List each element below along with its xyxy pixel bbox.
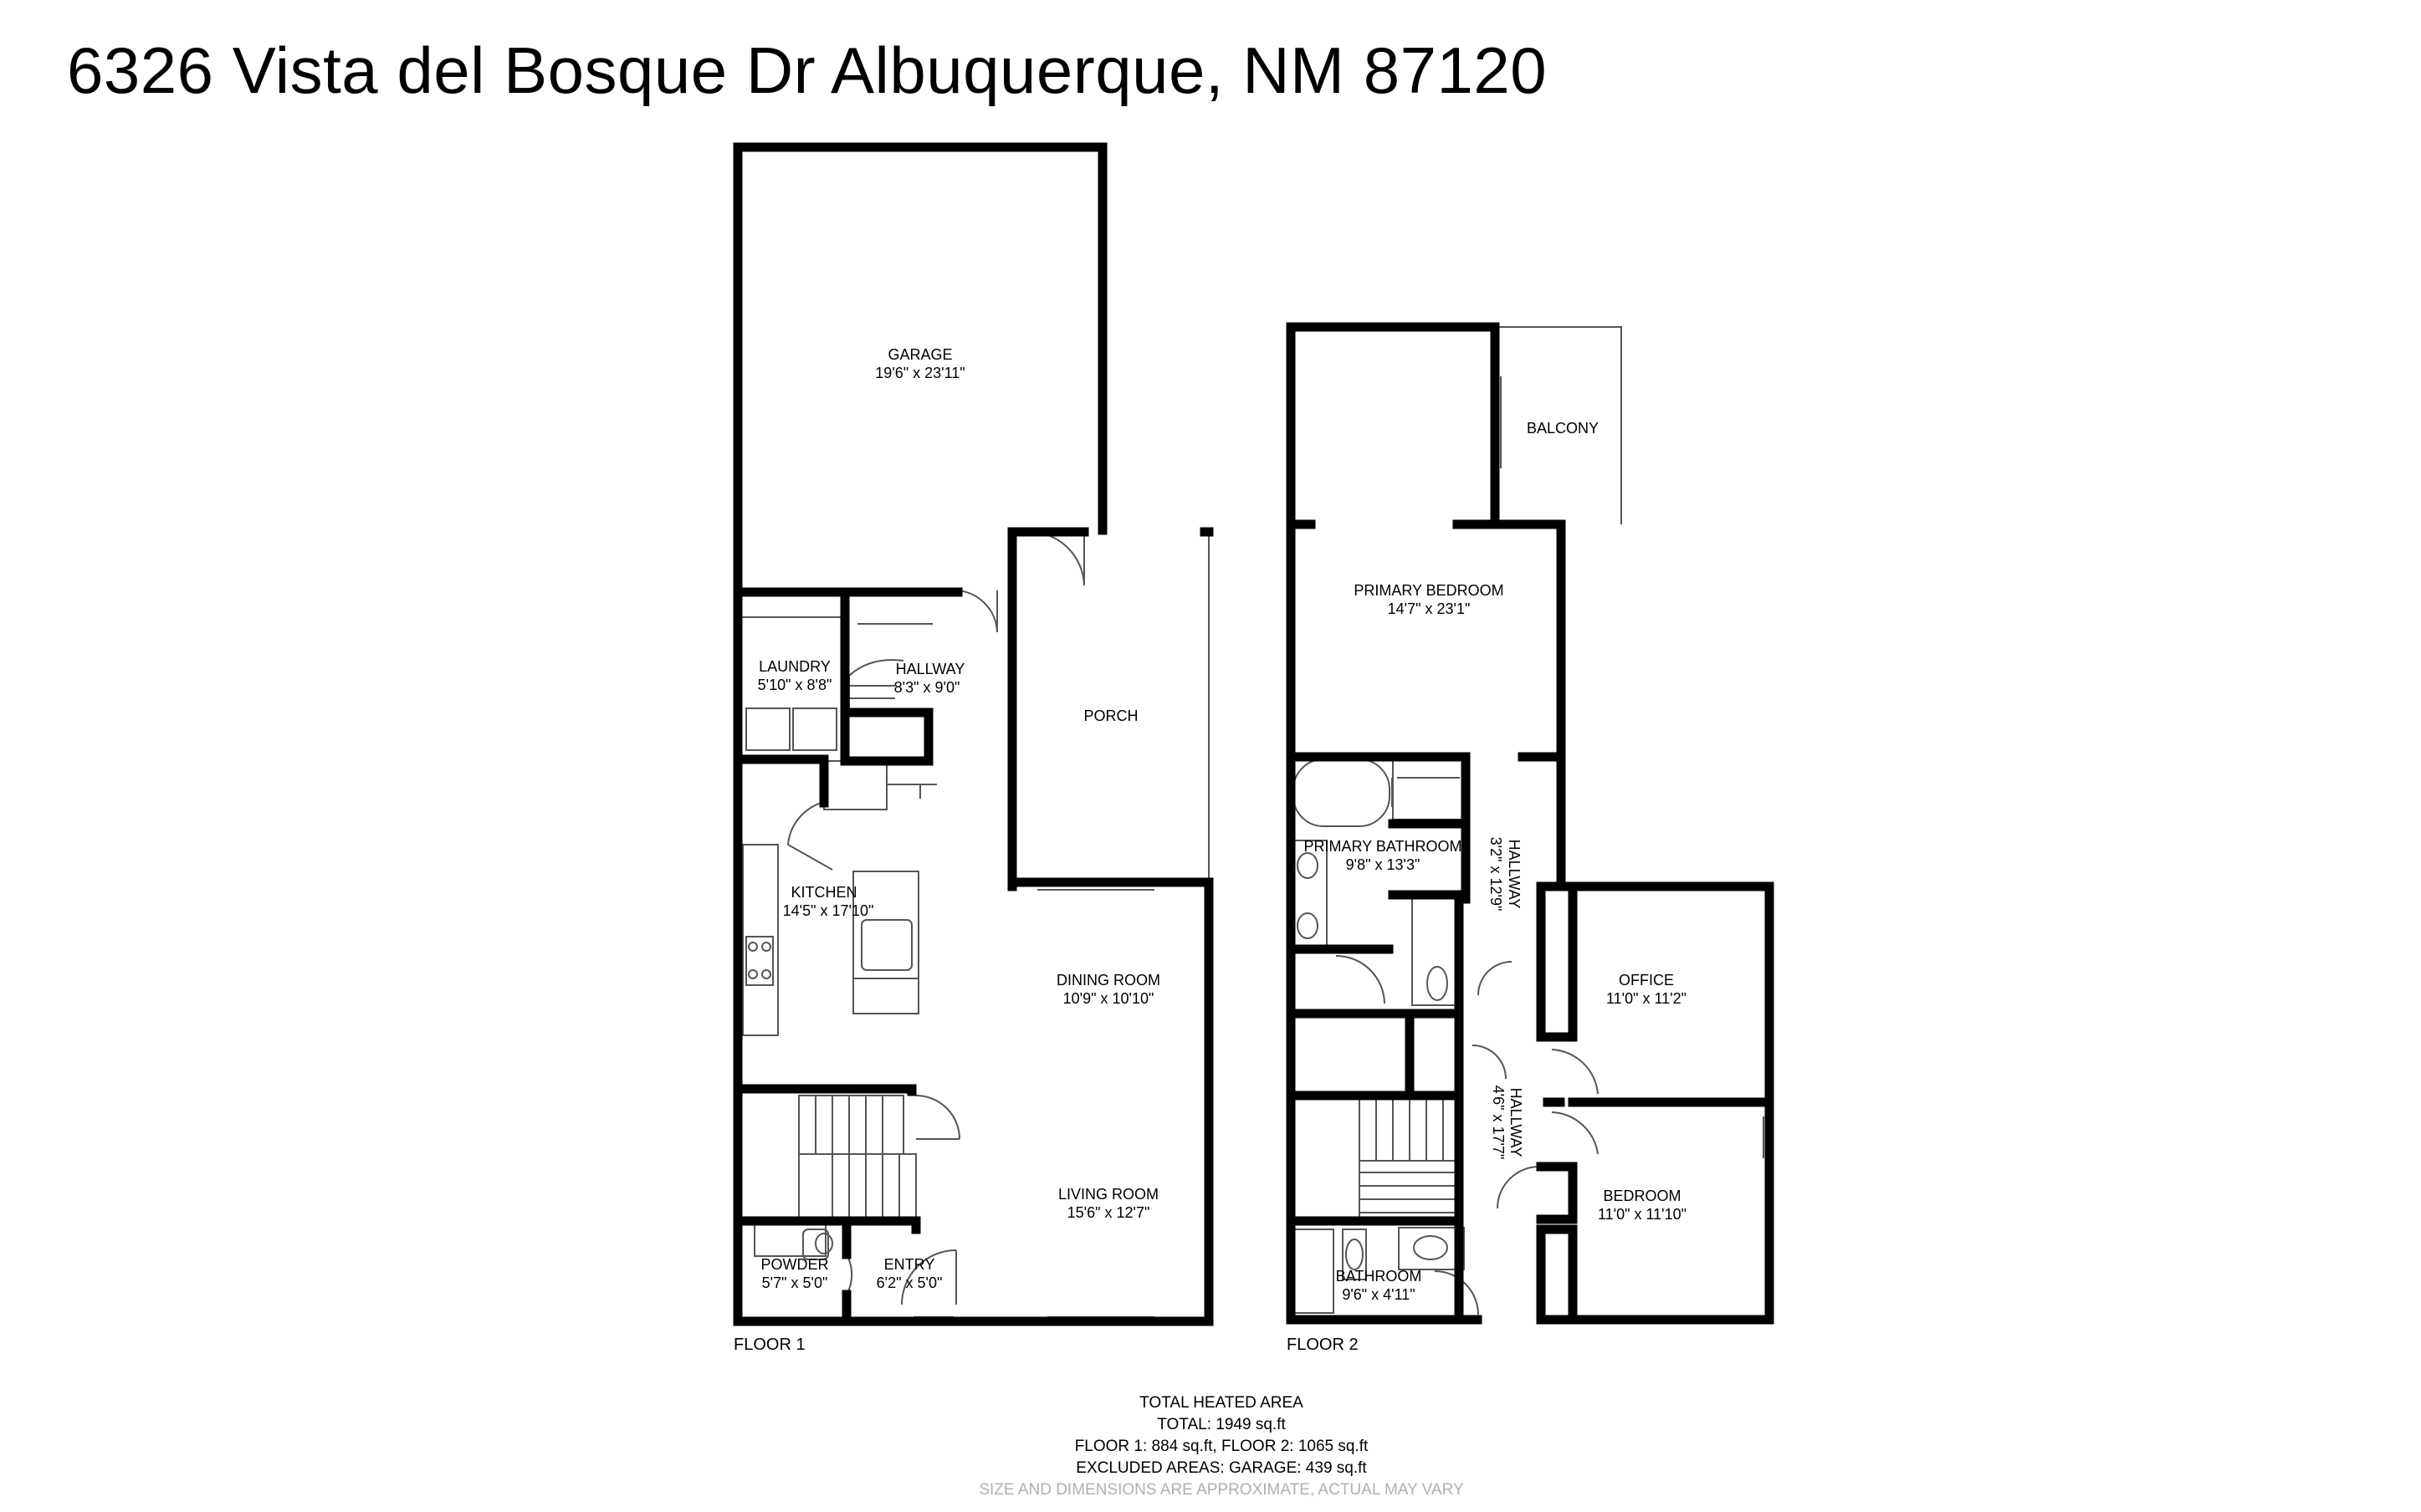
dims-dining: 10'9" x 10'10" [1063, 990, 1154, 1007]
label-hallway-upper: HALLWAY [1506, 840, 1523, 909]
page-title: 6326 Vista del Bosque Dr Albuquerque, NM… [67, 33, 1548, 107]
summary-floors: FLOOR 1: 884 sq.ft, FLOOR 2: 1065 sq.ft [1074, 1438, 1369, 1455]
label-primary-bedroom: PRIMARY BEDROOM [1354, 582, 1503, 599]
summary-total: TOTAL: 1949 sq.ft [1157, 1416, 1286, 1433]
floor-2-walls [1286, 322, 1774, 1325]
dims-bathroom: 9'6" x 4'11" [1342, 1286, 1415, 1303]
summary-excluded: EXCLUDED AREAS: GARAGE: 439 sq.ft [1076, 1459, 1367, 1477]
label-powder: POWDER [761, 1256, 829, 1273]
dims-bedroom: 11'0" x 11'10" [1598, 1206, 1687, 1223]
label-primary-bathroom: PRIMARY BATHROOM [1303, 838, 1461, 855]
dims-living: 15'6" x 12'7" [1067, 1204, 1150, 1221]
label-entry: ENTRY [884, 1256, 935, 1273]
dims-office: 11'0" x 11'2" [1606, 990, 1687, 1007]
label-living: LIVING ROOM [1058, 1186, 1159, 1203]
dims-powder: 5'7" x 5'0" [762, 1274, 828, 1291]
label-hallway-lower: HALLWAY [1507, 1088, 1524, 1157]
floor-2-label: FLOOR 2 [1287, 1336, 1359, 1354]
label-hallway-f1: HALLWAY [896, 661, 965, 677]
label-garage: GARAGE [888, 346, 952, 363]
label-bedroom: BEDROOM [1603, 1188, 1681, 1204]
dims-hallway-upper: 3'2" x 12'9" [1487, 837, 1504, 912]
dims-primary-bedroom: 14'7" x 23'1" [1388, 600, 1471, 617]
floor-1-label: FLOOR 1 [734, 1336, 806, 1354]
area-summary: TOTAL HEATED AREA TOTAL: 1949 sq.ft FLOO… [837, 1392, 1606, 1501]
floor-1-fixtures [740, 146, 1210, 1318]
dims-hallway-lower: 4'6" x 17'7" [1490, 1085, 1507, 1160]
dims-primary-bathroom: 9'8" x 13'3" [1346, 856, 1420, 873]
floor-2-labels: BALCONY PRIMARY BEDROOM 14'7" x 23'1" PR… [1287, 420, 1687, 1354]
floor-2-fixtures [1292, 326, 1764, 1318]
label-porch: PORCH [1083, 707, 1138, 724]
dims-hallway-f1: 8'3" x 9'0" [894, 679, 960, 696]
label-laundry: LAUNDRY [759, 658, 831, 675]
summary-heading: TOTAL HEATED AREA [1139, 1394, 1303, 1412]
dims-kitchen: 14'5" x 17'10" [783, 902, 874, 919]
floor-1-plan [733, 142, 1214, 1326]
dims-garage: 19'6" x 23'11" [875, 365, 965, 381]
dims-laundry: 5'10" x 8'8" [758, 677, 832, 693]
floor-2-plan [1286, 322, 1774, 1325]
summary-disclaimer: SIZE AND DIMENSIONS ARE APPROXIMATE, ACT… [979, 1481, 1464, 1499]
label-kitchen: KITCHEN [791, 884, 857, 901]
label-bathroom: BATHROOM [1336, 1268, 1422, 1285]
floor-1-labels: GARAGE 19'6" x 23'11" LAUNDRY 5'10" x 8'… [734, 346, 1160, 1354]
label-balcony: BALCONY [1527, 420, 1599, 437]
label-office: OFFICE [1619, 972, 1674, 988]
label-dining: DINING ROOM [1057, 972, 1160, 988]
dims-entry: 6'2" x 5'0" [877, 1274, 943, 1291]
floor-1-walls [733, 142, 1214, 1326]
